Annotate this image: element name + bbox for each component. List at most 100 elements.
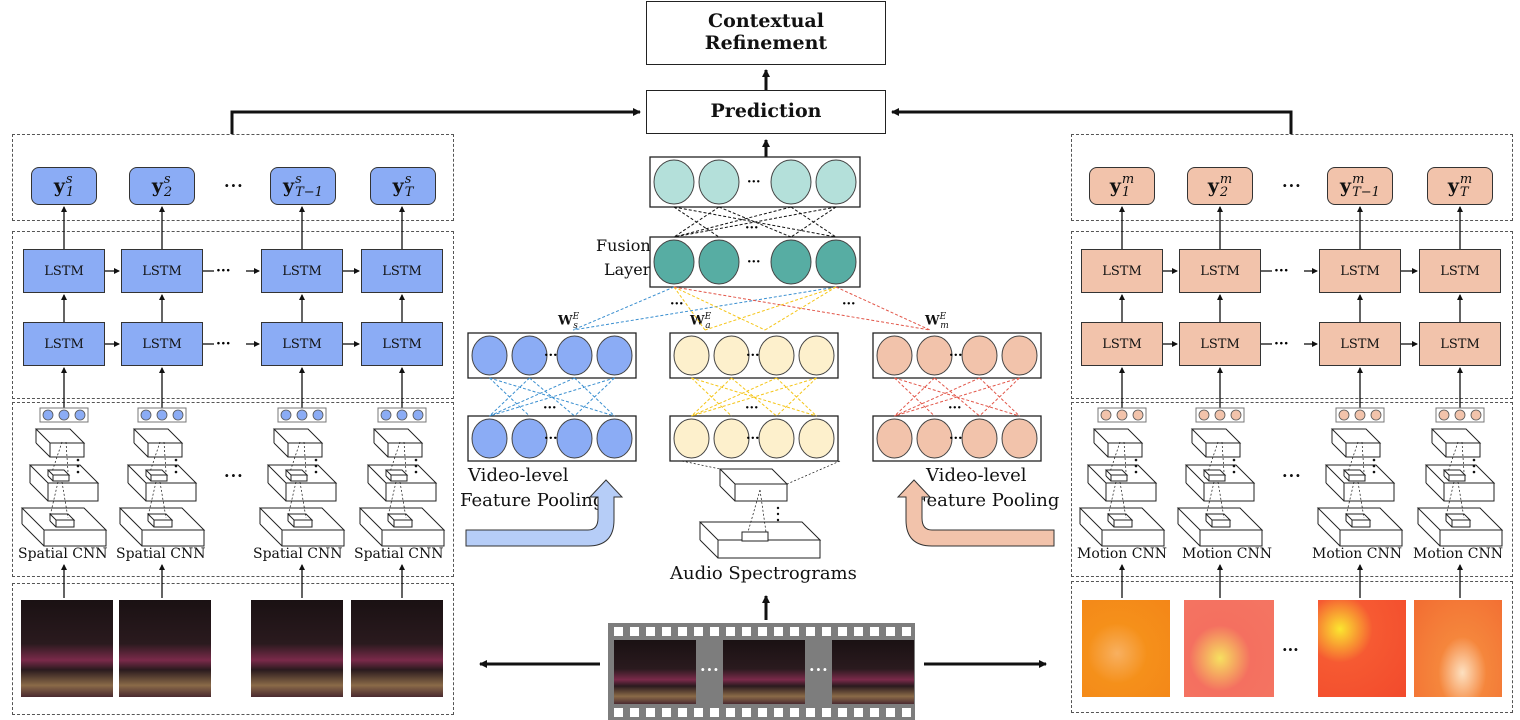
film-sprocket-top bbox=[806, 627, 815, 636]
fusion-weight-connection bbox=[572, 286, 675, 331]
flow-frame-3 bbox=[1318, 600, 1406, 697]
spatial-cnn-label-3: Spatial CNN bbox=[253, 546, 343, 562]
output-fusion-connection bbox=[718, 206, 792, 238]
spatial-cnn-receptive-field bbox=[303, 441, 307, 473]
motion-cnn-receptive-field bbox=[1445, 481, 1455, 517]
generated-shapes: ········································… bbox=[20, 69, 1504, 717]
audio-dense-connection bbox=[776, 377, 817, 417]
film-sprocket-top bbox=[742, 627, 751, 636]
spatial-cnn-layer-ellipsis-dot bbox=[314, 458, 318, 462]
weight-symbol: W bbox=[925, 313, 940, 329]
spatial-cnn-feature-node bbox=[312, 409, 324, 421]
motion-hidden-layer-node bbox=[1001, 418, 1038, 459]
motion-cnn-kernel-2-side-edge bbox=[1105, 475, 1112, 482]
output-fusion-connection bbox=[673, 206, 720, 238]
audio-receptive-field bbox=[759, 489, 767, 533]
motion-cnn-layer-ellipsis-dot bbox=[1472, 464, 1476, 468]
film-sprocket-top bbox=[822, 627, 831, 636]
film-sprocket-bottom bbox=[630, 708, 639, 717]
motion-cnn-conv-layer-3-side-edge bbox=[1331, 442, 1347, 458]
spatial-lstm-bottom-1: LSTM bbox=[23, 322, 105, 366]
output-symbol: y bbox=[151, 175, 163, 197]
output-symbol: y bbox=[392, 175, 404, 197]
fusion-layer-label-line2: Layer bbox=[604, 260, 651, 279]
film-sprocket-top bbox=[710, 627, 719, 636]
output-fusion-ellipsis: ··· bbox=[745, 221, 759, 236]
fusion-layer-label-line1: Fusion bbox=[596, 236, 651, 255]
fusion-layer-node bbox=[698, 239, 740, 285]
motion-cnn-kernel-2-front bbox=[1208, 474, 1226, 482]
pooling-arrow-motion bbox=[896, 479, 1055, 547]
motion-cnn-conv-layer-3-side-edge bbox=[1093, 442, 1109, 458]
output-layer-node bbox=[698, 159, 740, 205]
spatial-hidden-layer-node bbox=[511, 418, 548, 459]
weight-superscript: E bbox=[572, 312, 580, 322]
output-subscript: 1 bbox=[65, 185, 75, 200]
motion-dense-connection bbox=[894, 377, 935, 417]
motion-recurrent-ellipsis: ··· bbox=[1274, 336, 1289, 352]
spatial-cnn-layer-ellipsis-dot bbox=[414, 464, 418, 468]
spatial-cnn-layer-ellipsis-dot bbox=[76, 464, 80, 468]
film-sprocket-bottom bbox=[822, 708, 831, 717]
flow-ellipsis: ··· bbox=[1282, 640, 1299, 659]
spatial-cnn-kernel-1-side-edge bbox=[147, 520, 155, 528]
spatial-cnn-kernel-2-front bbox=[390, 474, 408, 482]
motion-cnn-conv-layer-3-side-edge bbox=[1191, 442, 1207, 458]
motion-hidden-layer-node bbox=[876, 418, 913, 459]
film-frame-1 bbox=[614, 640, 696, 704]
motion-cnn-conv-layer-3-top bbox=[1092, 428, 1144, 444]
spatial-cnn-conv-layer-2-front bbox=[285, 482, 337, 502]
fusion-weight-connection bbox=[835, 286, 931, 331]
spatial-cnn-kernel-1-front bbox=[153, 519, 173, 528]
output-symbol: y bbox=[1340, 175, 1352, 197]
spatial-cnn-layer-ellipsis-dot bbox=[414, 470, 418, 474]
fusion-weight-connection bbox=[673, 286, 766, 331]
motion-cnn-label-1: Motion CNN bbox=[1077, 546, 1167, 562]
spatial-dense-connection bbox=[574, 377, 615, 417]
spatial-pooled-layer-node bbox=[471, 335, 508, 376]
motion-cnn-label-4: Motion CNN bbox=[1413, 546, 1503, 562]
output-subscript: T bbox=[404, 185, 414, 200]
spatial-cnn-conv-layer-2-front bbox=[145, 482, 197, 502]
audio-dense-connection bbox=[691, 377, 777, 417]
output-subscript: T bbox=[1459, 185, 1469, 200]
spatial-cnn-feature-node bbox=[380, 409, 392, 421]
spatial-cnn-kernel-2-front bbox=[150, 474, 168, 482]
spatial-cnn-receptive-field bbox=[403, 441, 407, 473]
audio-dense-connection bbox=[691, 377, 732, 417]
motion-cnn-conv-layer-2-side-edge bbox=[1185, 482, 1205, 502]
pooling-left-label-line2: Feature Pooling bbox=[460, 490, 605, 511]
spatial-output-group bbox=[12, 134, 454, 221]
spatial-cnn-conv-layer-1-side-edge bbox=[119, 523, 143, 547]
output-layer-node bbox=[815, 159, 857, 205]
film-sprocket-bottom bbox=[806, 708, 815, 717]
fusion-weight-ellipsis: ··· bbox=[842, 297, 856, 312]
film-sprocket-top bbox=[790, 627, 799, 636]
rgb-frame-1 bbox=[21, 600, 113, 697]
fusion-weight-connection bbox=[673, 286, 931, 331]
motion-cnn-receptive-field bbox=[1345, 481, 1355, 517]
contextual-refinement-box: Contextual Refinement bbox=[646, 1, 886, 65]
motion-pooled-layer-node bbox=[1001, 335, 1038, 376]
film-sprocket-top bbox=[678, 627, 687, 636]
film-sprocket-bottom bbox=[742, 708, 751, 717]
film-sprocket-top bbox=[758, 627, 767, 636]
motion-cnn-conv-layer-3-top bbox=[1190, 428, 1242, 444]
motion-cnn-layer-ellipsis-dot bbox=[1472, 458, 1476, 462]
spatial-frames-group bbox=[12, 583, 454, 715]
motion-cnn-receptive-field bbox=[1123, 441, 1127, 473]
motion-cnn-feature-node bbox=[1338, 409, 1350, 421]
spatial-cnn-kernel-1-side-edge bbox=[387, 520, 395, 528]
output-layer-node bbox=[653, 159, 695, 205]
motion-cnn-conv-layer-2-front bbox=[1343, 482, 1395, 502]
motion-lstm-bottom-2: LSTM bbox=[1179, 322, 1261, 366]
output-superscript: m bbox=[1121, 172, 1135, 187]
fusion-weight-ellipsis: ··· bbox=[670, 297, 684, 312]
motion-cnn-receptive-field bbox=[1361, 441, 1365, 473]
output-subscript: T−1 bbox=[1352, 185, 1380, 200]
spatial-cnn-receptive-field bbox=[147, 481, 157, 517]
spatial-cnn-feature-node bbox=[396, 409, 408, 421]
spatial-cnn-kernel-2-side-edge bbox=[47, 475, 54, 482]
